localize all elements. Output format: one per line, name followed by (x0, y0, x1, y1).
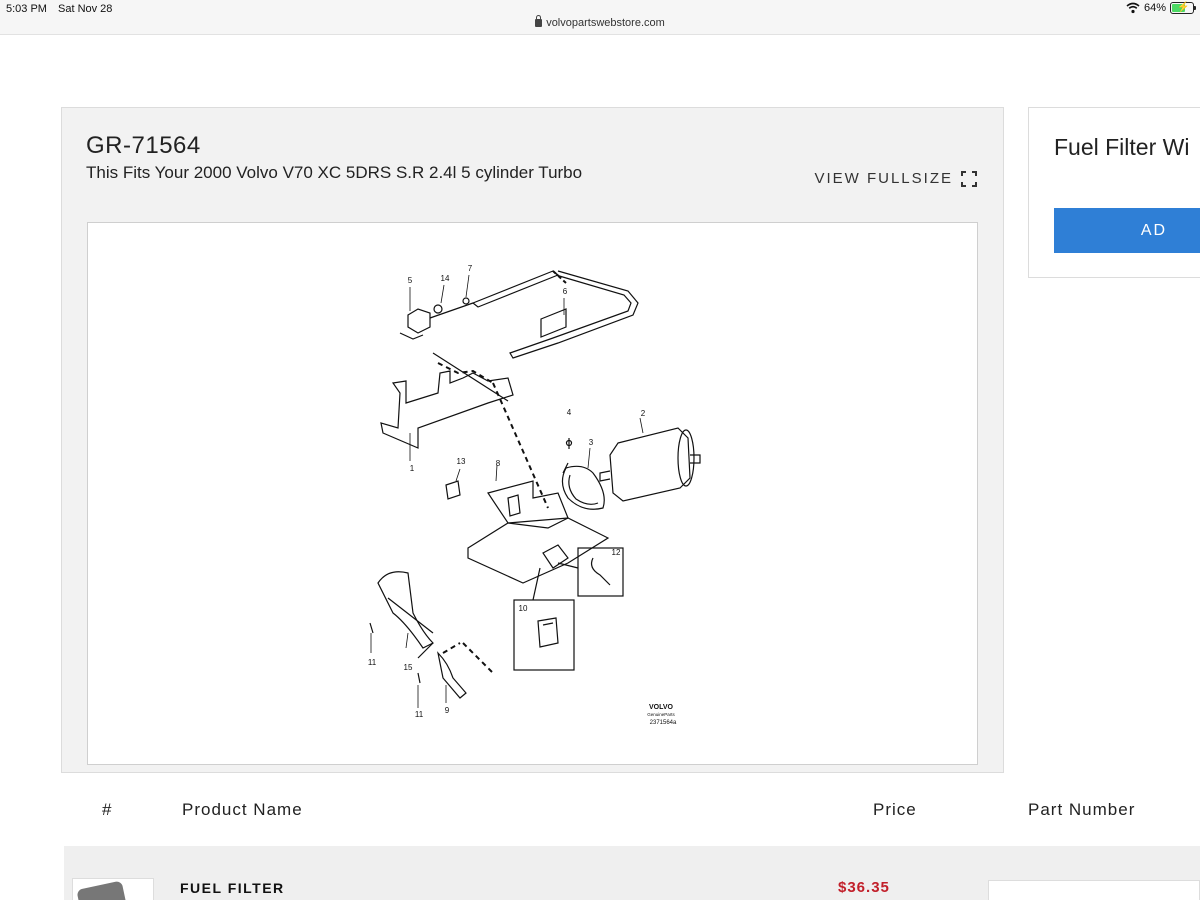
callout-9: 9 (445, 706, 450, 715)
bracket-8 (487, 480, 569, 529)
parts-diagram-drawing: 5 14 7 6 1 2 4 3 13 8 12 10 11 15 11 9 V… (368, 264, 701, 726)
callout-12: 12 (612, 548, 621, 557)
table-row[interactable]: FUEL FILTER $36.35 (64, 846, 1200, 900)
row-price: $36.35 (838, 879, 890, 896)
callout-4: 4 (567, 408, 572, 417)
product-title: Fuel Filter Wi (1054, 134, 1190, 160)
callout-5: 5 (408, 276, 413, 285)
bracket-1 (380, 370, 514, 449)
fuel-line-pipe (509, 270, 639, 359)
callout-11a: 11 (368, 658, 377, 667)
pressure-regulator (407, 308, 431, 334)
battery-level (1172, 4, 1185, 12)
col-index: # (102, 800, 113, 819)
strap-15 (377, 571, 435, 649)
fuel-line-upper (471, 270, 560, 308)
fitting-14 (433, 304, 443, 314)
callout-7: 7 (468, 264, 473, 273)
address-url: volvopartswebstore.com (546, 17, 665, 29)
parts-diagram[interactable]: 5 14 7 6 1 2 4 3 13 8 12 10 11 15 11 9 V… (87, 222, 978, 765)
callout-6: 6 (563, 287, 568, 296)
callout-13: 13 (457, 457, 466, 466)
detail-inset-10 (513, 599, 575, 671)
view-fullsize-button[interactable]: VIEW FULLSIZE (814, 170, 977, 187)
drawing-code: 2371564a (650, 720, 677, 726)
col-part-number: Part Number (1028, 800, 1136, 819)
row-product-name[interactable]: FUEL FILTER (180, 880, 285, 896)
screw-11a (369, 622, 374, 634)
battery-percent: 64% (1143, 2, 1166, 14)
clip-13 (445, 480, 461, 500)
diagram-panel: GR-71564 This Fits Your 2000 Volvo V70 X… (61, 107, 1004, 773)
expand-icon (961, 170, 977, 187)
add-to-cart-button[interactable]: AD (1054, 208, 1200, 253)
fuel-filter-cap (677, 429, 695, 487)
lock-icon (535, 15, 543, 27)
screw-11b (417, 672, 421, 684)
status-right: 64% ⚡ (1126, 2, 1196, 14)
battery-icon: ⚡ (1170, 2, 1196, 14)
callout-15: 15 (404, 663, 413, 672)
status-time: 5:03 PM (6, 3, 47, 15)
col-price: Price (873, 800, 917, 819)
heat-shield (467, 517, 610, 584)
part-number-box (988, 880, 1200, 900)
charging-bolt-icon: ⚡ (1177, 2, 1190, 13)
callout-8: 8 (496, 459, 501, 468)
group-code: GR-71564 (86, 132, 201, 159)
clamp-3 (561, 465, 605, 510)
callout-14: 14 (441, 274, 450, 283)
strap-9 (437, 651, 467, 699)
clip-7 (462, 297, 470, 305)
product-card: Fuel Filter Wi AD (1028, 107, 1200, 278)
fuel-line-label (540, 308, 567, 338)
vehicle-fit-text: This Fits Your 2000 Volvo V70 XC 5DRS S.… (86, 163, 583, 182)
genuine-parts-text: GenuineParts (647, 712, 675, 717)
callout-11b: 11 (415, 710, 424, 719)
callout-3: 3 (589, 438, 594, 447)
callout-10: 10 (519, 604, 528, 613)
status-date: Sat Nov 28 (58, 3, 113, 15)
col-product-name: Product Name (182, 800, 303, 819)
callout-1: 1 (410, 464, 415, 473)
volvo-logo-text: VOLVO (649, 704, 674, 711)
parts-table-header: # Product Name Price Part Number (0, 800, 1200, 822)
wifi-icon (1126, 2, 1140, 14)
status-bar: 5:03 PM Sat Nov 28 volvopartswebstore.co… (0, 0, 1200, 35)
address-bar[interactable]: volvopartswebstore.com (0, 15, 1200, 29)
product-thumbnail[interactable] (72, 878, 154, 900)
callout-2: 2 (641, 409, 646, 418)
fuel-filter-2 (609, 427, 691, 502)
detail-inset-12 (577, 547, 624, 597)
view-fullsize-label: VIEW FULLSIZE (814, 170, 953, 187)
